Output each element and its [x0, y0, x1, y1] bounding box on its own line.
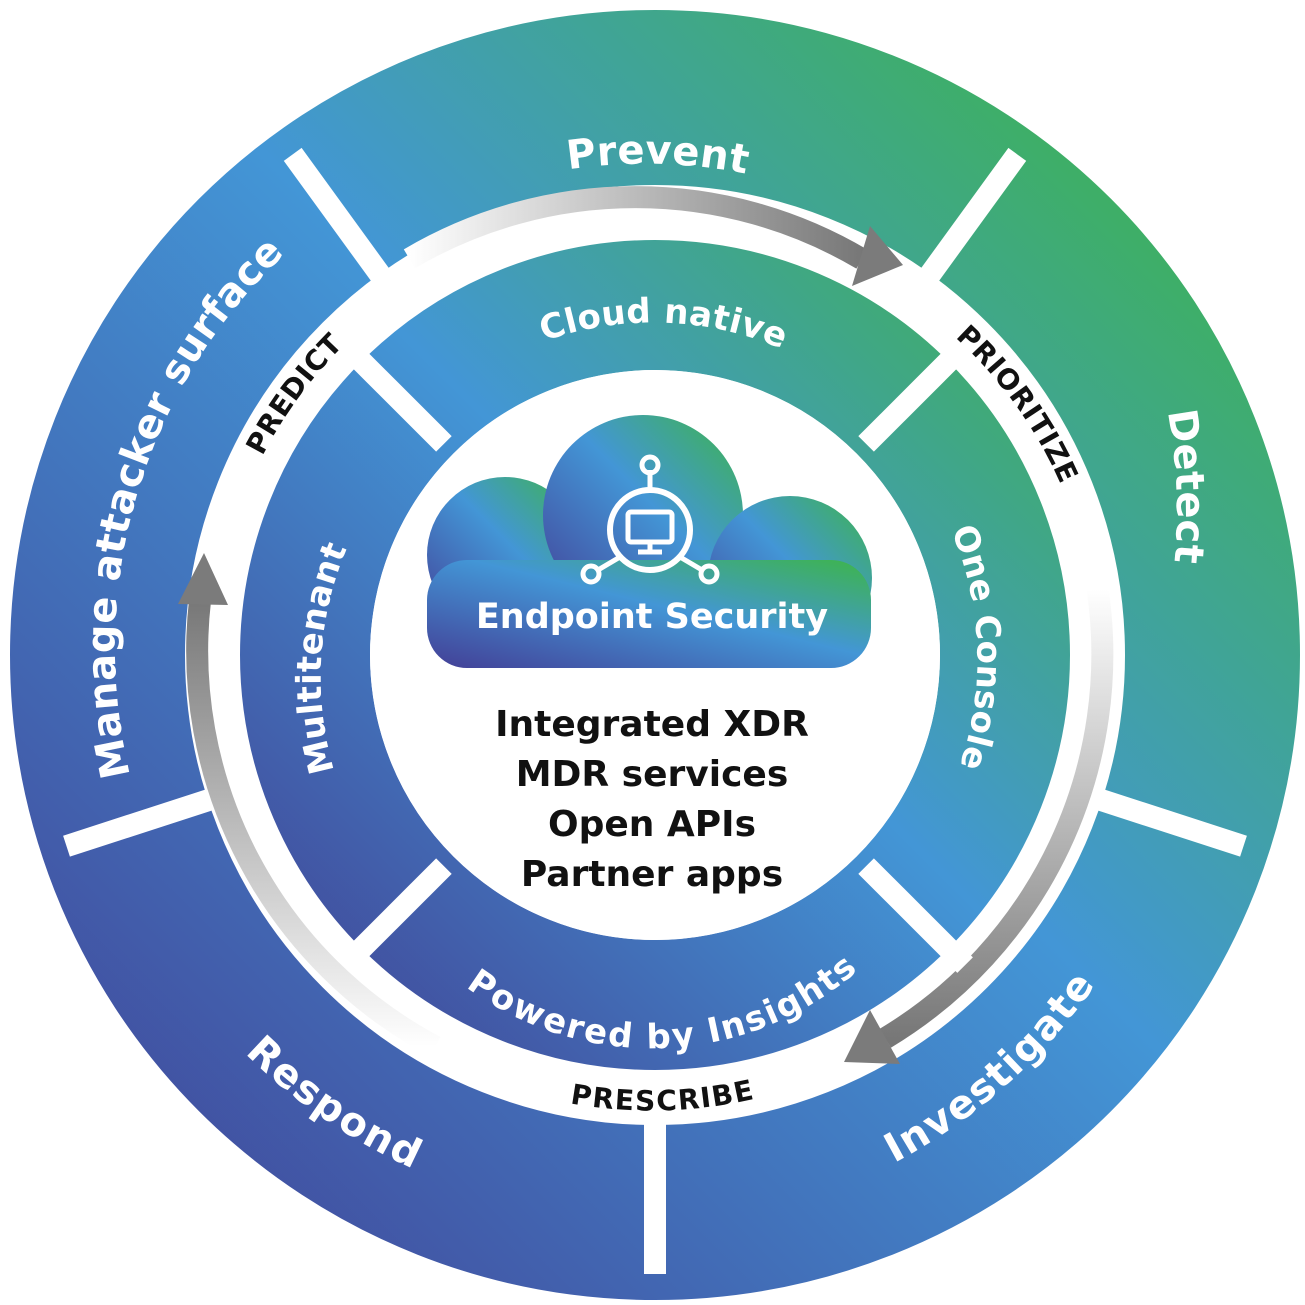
endpoint-cloud: Endpoint Security — [427, 415, 872, 668]
capabilities-list: Integrated XDR MDR services Open APIs Pa… — [452, 700, 852, 900]
monitor-network-icon — [580, 454, 720, 585]
capability-item: Integrated XDR — [495, 704, 809, 745]
capability-item: MDR services — [515, 754, 789, 795]
arrow-predict-to-prioritize — [403, 186, 868, 269]
arrow-prioritize-to-prescribe — [879, 587, 1114, 1048]
arrowhead-top — [852, 226, 903, 286]
arrowhead-left — [178, 553, 228, 605]
cloud-title: Endpoint Security — [476, 597, 828, 637]
label-detect: Detect — [1158, 406, 1213, 566]
arrow-prescribe-to-predict — [186, 598, 441, 1057]
label-prescribe: PRESCRIBE — [569, 1073, 757, 1117]
inner-ring — [240, 240, 1070, 1070]
capability-item: Open APIs — [547, 804, 757, 845]
capability-item: Partner apps — [520, 854, 784, 895]
arrowhead-right — [844, 1010, 900, 1064]
